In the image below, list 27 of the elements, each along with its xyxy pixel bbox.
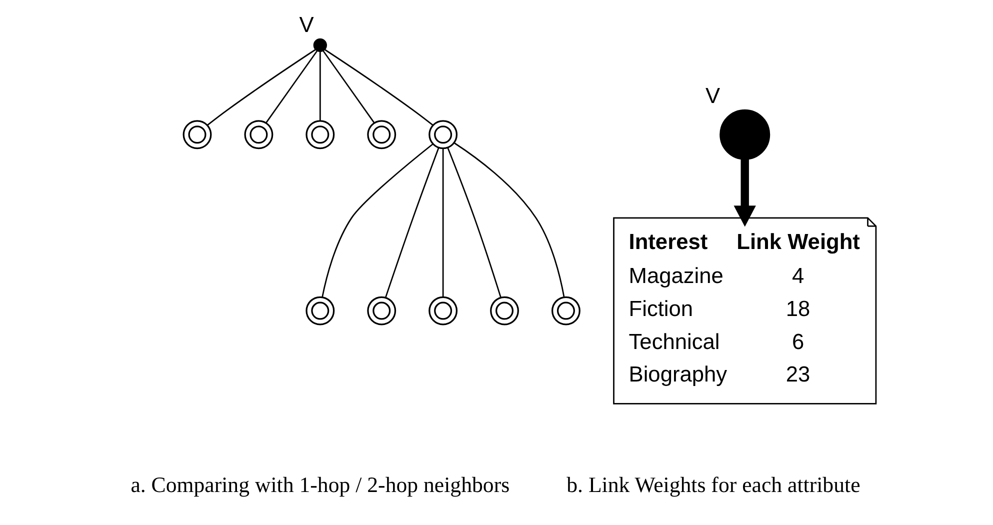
connector: [322, 50, 374, 123]
node-circle: [244, 120, 273, 149]
node-label: V: [704, 82, 720, 108]
node-circle: [428, 120, 458, 149]
connector: [446, 146, 501, 298]
label: b. Link Weights for each attribute: [566, 472, 860, 497]
node-circle: [312, 38, 326, 52]
connector: [206, 48, 316, 125]
label: a. Comparing with 1-hop / 2-hop neighbors: [130, 472, 510, 497]
connector: [318, 51, 320, 120]
connector: [324, 48, 433, 125]
node-circle: [428, 296, 458, 325]
arrow: [733, 158, 756, 226]
node-circle: [490, 296, 518, 325]
connector: [265, 50, 318, 123]
connector: [442, 148, 444, 297]
node-circle: [182, 120, 212, 149]
connector: [384, 146, 439, 298]
node-circle: [366, 120, 396, 149]
connector: [454, 142, 564, 296]
node-circle: [366, 296, 396, 325]
node-label: V: [298, 11, 314, 36]
node-circle: [550, 296, 580, 325]
node-circle: [305, 296, 334, 325]
node-circle: [719, 108, 770, 160]
node-circle: [305, 120, 334, 149]
connector: [321, 142, 433, 297]
